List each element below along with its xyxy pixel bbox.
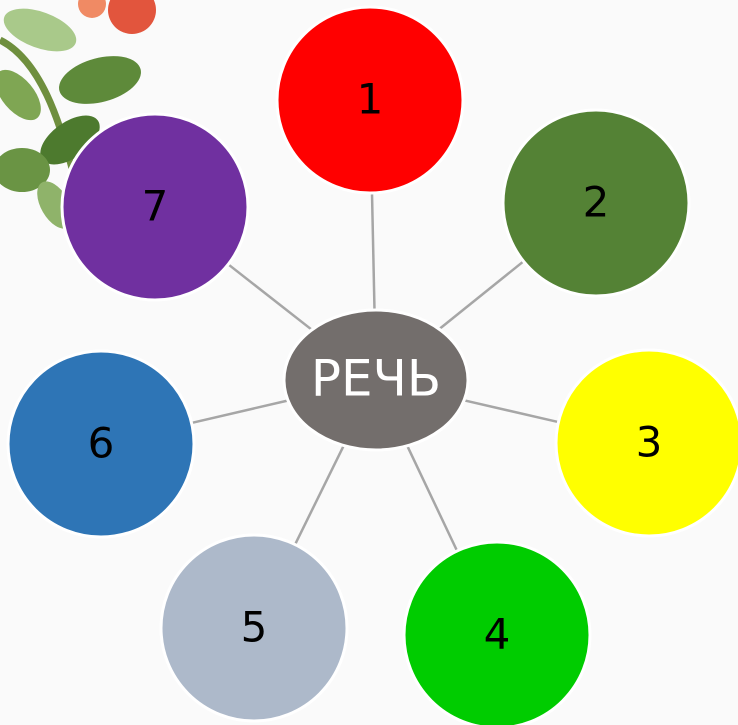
connector-line-5 [293,445,345,546]
node-circle-3 [554,348,738,538]
node-label-6: 6 [88,419,115,468]
node-circle-7 [60,112,250,302]
node-label-4: 4 [484,610,511,659]
node-label-2: 2 [583,178,610,227]
node-circle-5 [159,533,349,723]
center-label: РЕЧЬ [311,350,441,408]
node-circle-2 [501,108,691,298]
node-4: 4 [402,540,592,725]
connector-line-2 [438,260,525,331]
node-2: 2 [501,108,691,298]
node-label-5: 5 [241,603,268,652]
plant-decoration-image [0,0,156,229]
connector-line-1 [370,192,376,311]
connector-line-4 [406,445,459,552]
node-1: 1 [275,5,465,195]
connector-line-6 [191,399,289,425]
node-label-1: 1 [357,75,384,124]
node-6: 6 [6,349,196,539]
node-3: 3 [554,348,738,538]
node-circle-6 [6,349,196,539]
node-label-7: 7 [142,182,169,231]
node-circle-1 [275,5,465,195]
center-node: РЕЧЬ [282,308,470,452]
node-circle-4 [402,540,592,725]
connector-line-7 [227,263,313,331]
connector-line-3 [463,399,559,424]
node-label-3: 3 [636,418,663,467]
node-7: 7 [60,112,250,302]
node-5: 5 [159,533,349,723]
center-ellipse [282,308,470,452]
